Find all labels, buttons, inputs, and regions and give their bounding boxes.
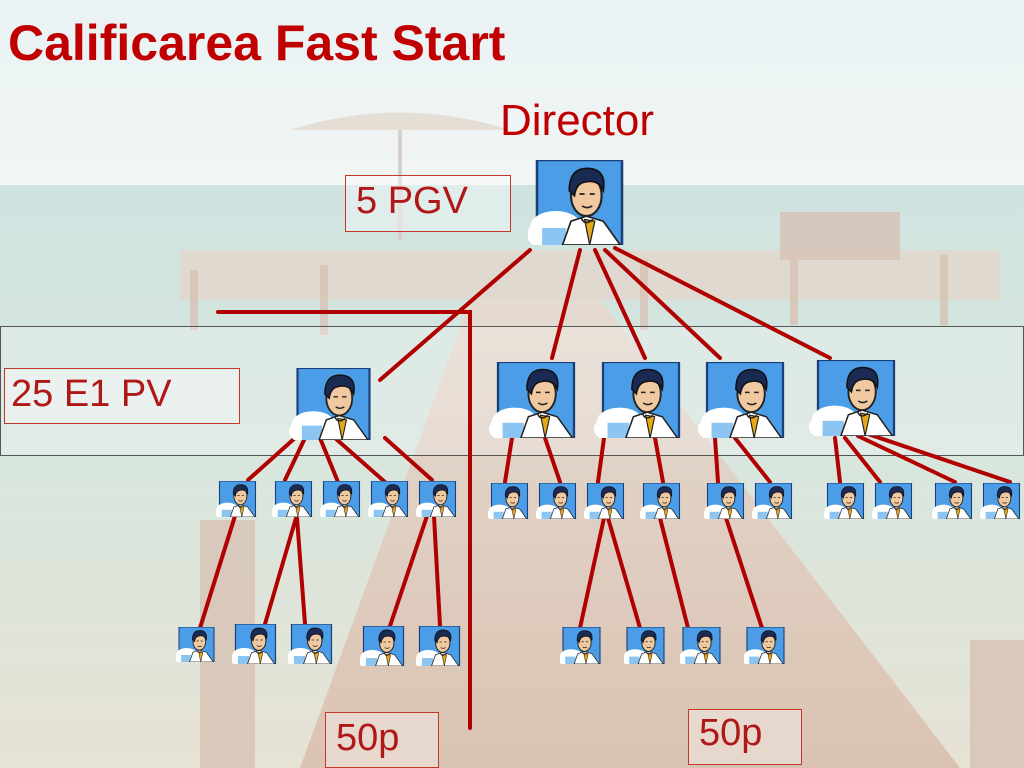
tier4-person-icon	[416, 626, 461, 666]
tier2-person-icon	[593, 362, 681, 438]
connector-lines	[198, 246, 1012, 730]
director-label: Director	[500, 96, 655, 145]
tier3-person-icon	[704, 483, 745, 519]
tier2-person-icon	[288, 368, 371, 440]
tier4-person-icon	[560, 627, 601, 664]
tier4-person-icon	[680, 627, 721, 664]
tier3-person-icon	[216, 481, 257, 517]
tier2-person-icon	[808, 360, 896, 436]
tier4-person-icon	[232, 624, 277, 664]
tier3-person-icon	[272, 481, 313, 517]
tier3-person-icon	[640, 483, 681, 519]
tier4-person-icon	[744, 627, 785, 664]
slide-title: Calificarea Fast Start	[8, 15, 506, 71]
e1pv-label-box: 25 E1 PV	[4, 368, 240, 424]
director-person-icon	[528, 160, 624, 245]
tier3-person-icon	[416, 481, 457, 517]
tier4-person-icon	[176, 627, 215, 662]
tier4-person-icon	[288, 624, 333, 664]
tier3-person-icon	[320, 481, 361, 517]
tier2-person-icon	[488, 362, 576, 438]
tier3-person-icon	[584, 483, 625, 519]
tier4-person-icon	[360, 626, 405, 666]
tier3-person-icon	[536, 483, 577, 519]
tier3-person-icon	[980, 483, 1021, 519]
tier2-person-icon	[697, 362, 785, 438]
tier4-person-icon	[624, 627, 665, 664]
tier3-person-icon	[368, 481, 409, 517]
points-label-right: 50p	[688, 709, 802, 765]
pgv-label-box: 5 PGV	[345, 175, 511, 232]
tier3-person-icon	[932, 483, 973, 519]
tier3-person-icon	[824, 483, 865, 519]
tier3-person-icon	[752, 483, 793, 519]
tier3-person-icon	[872, 483, 913, 519]
tier3-person-icon	[488, 483, 529, 519]
